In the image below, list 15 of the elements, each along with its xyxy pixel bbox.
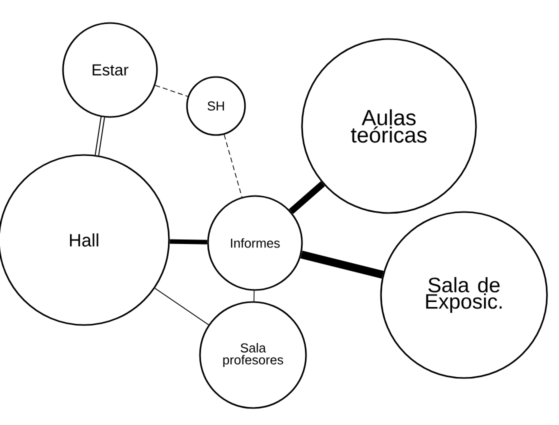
connector [254, 290, 255, 302]
bubble: Sala profesores [199, 301, 307, 409]
connector [300, 250, 384, 279]
connector [154, 84, 188, 97]
bubble: Hall [0, 154, 170, 326]
bubble: Informes [207, 195, 303, 291]
connector [224, 134, 242, 198]
connector [94, 116, 105, 156]
bubble: Sala de Exposic. [380, 211, 548, 379]
bubble: SH [186, 76, 246, 136]
bubble: Estar [62, 22, 158, 118]
connector [288, 181, 325, 214]
bubble: Aulas teóricas [301, 38, 477, 214]
connector [170, 239, 208, 244]
connector [154, 288, 209, 326]
